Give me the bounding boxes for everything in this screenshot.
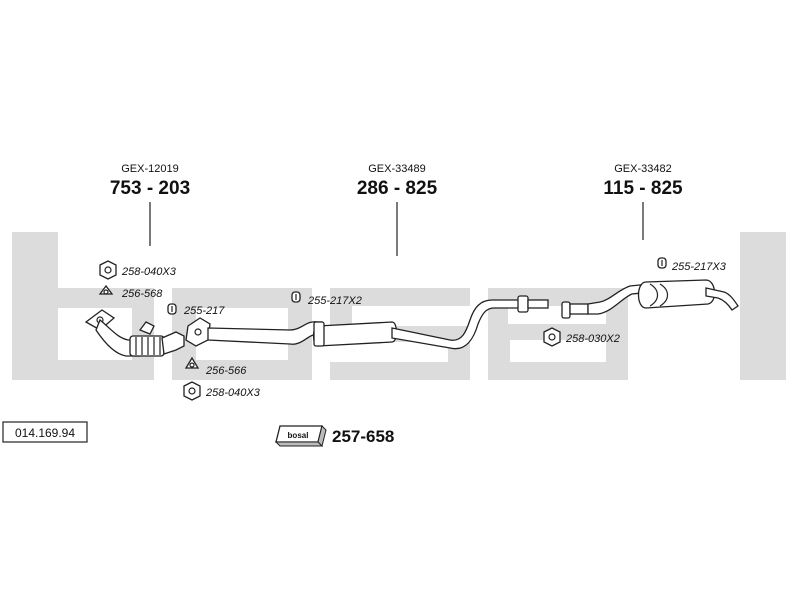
middle-pipe-drawing (185, 295, 549, 350)
gasket-front-top-label: 256-568 (121, 288, 163, 300)
clamp-icon (657, 257, 667, 269)
clamp-icon (291, 291, 301, 303)
clamp-icon (167, 303, 177, 315)
part-number-2: 286 - 825 (357, 178, 438, 199)
nut-rear-label: 258-030X2 (565, 333, 620, 345)
nut-front-top-label: 258-040X3 (121, 266, 177, 278)
fitting-kit-icon: bosal (274, 425, 327, 447)
hex-nut-icon (183, 381, 201, 401)
kit-logo: bosal (288, 431, 309, 440)
part-number-3: 115 - 825 (603, 178, 683, 199)
gex-code-1: GEX-12019 (121, 163, 178, 175)
diagram-number: 014.169.94 (15, 426, 75, 440)
kit-part-number: 257-658 (332, 427, 394, 446)
gex-code-3: GEX-33482 (614, 163, 671, 175)
front-pipe-drawing (84, 309, 185, 357)
clamp-front-label: 255-217 (183, 305, 225, 317)
gex-code-2: GEX-33489 (368, 163, 425, 175)
gasket-icon (184, 356, 200, 369)
nut-front-bottom-label: 258-040X3 (205, 387, 261, 399)
rear-silencer-drawing (561, 279, 739, 319)
gasket-icon (98, 284, 114, 295)
hex-nut-icon (543, 327, 561, 347)
clamp-mid-label: 255-217X2 (307, 295, 362, 307)
clamp-rear-label: 255-217X3 (671, 261, 727, 273)
hex-nut-icon (99, 260, 117, 280)
diagram-number-box (2, 421, 88, 443)
gasket-front-bottom-label: 256-566 (205, 365, 247, 377)
part-number-1: 753 - 203 (110, 178, 190, 199)
